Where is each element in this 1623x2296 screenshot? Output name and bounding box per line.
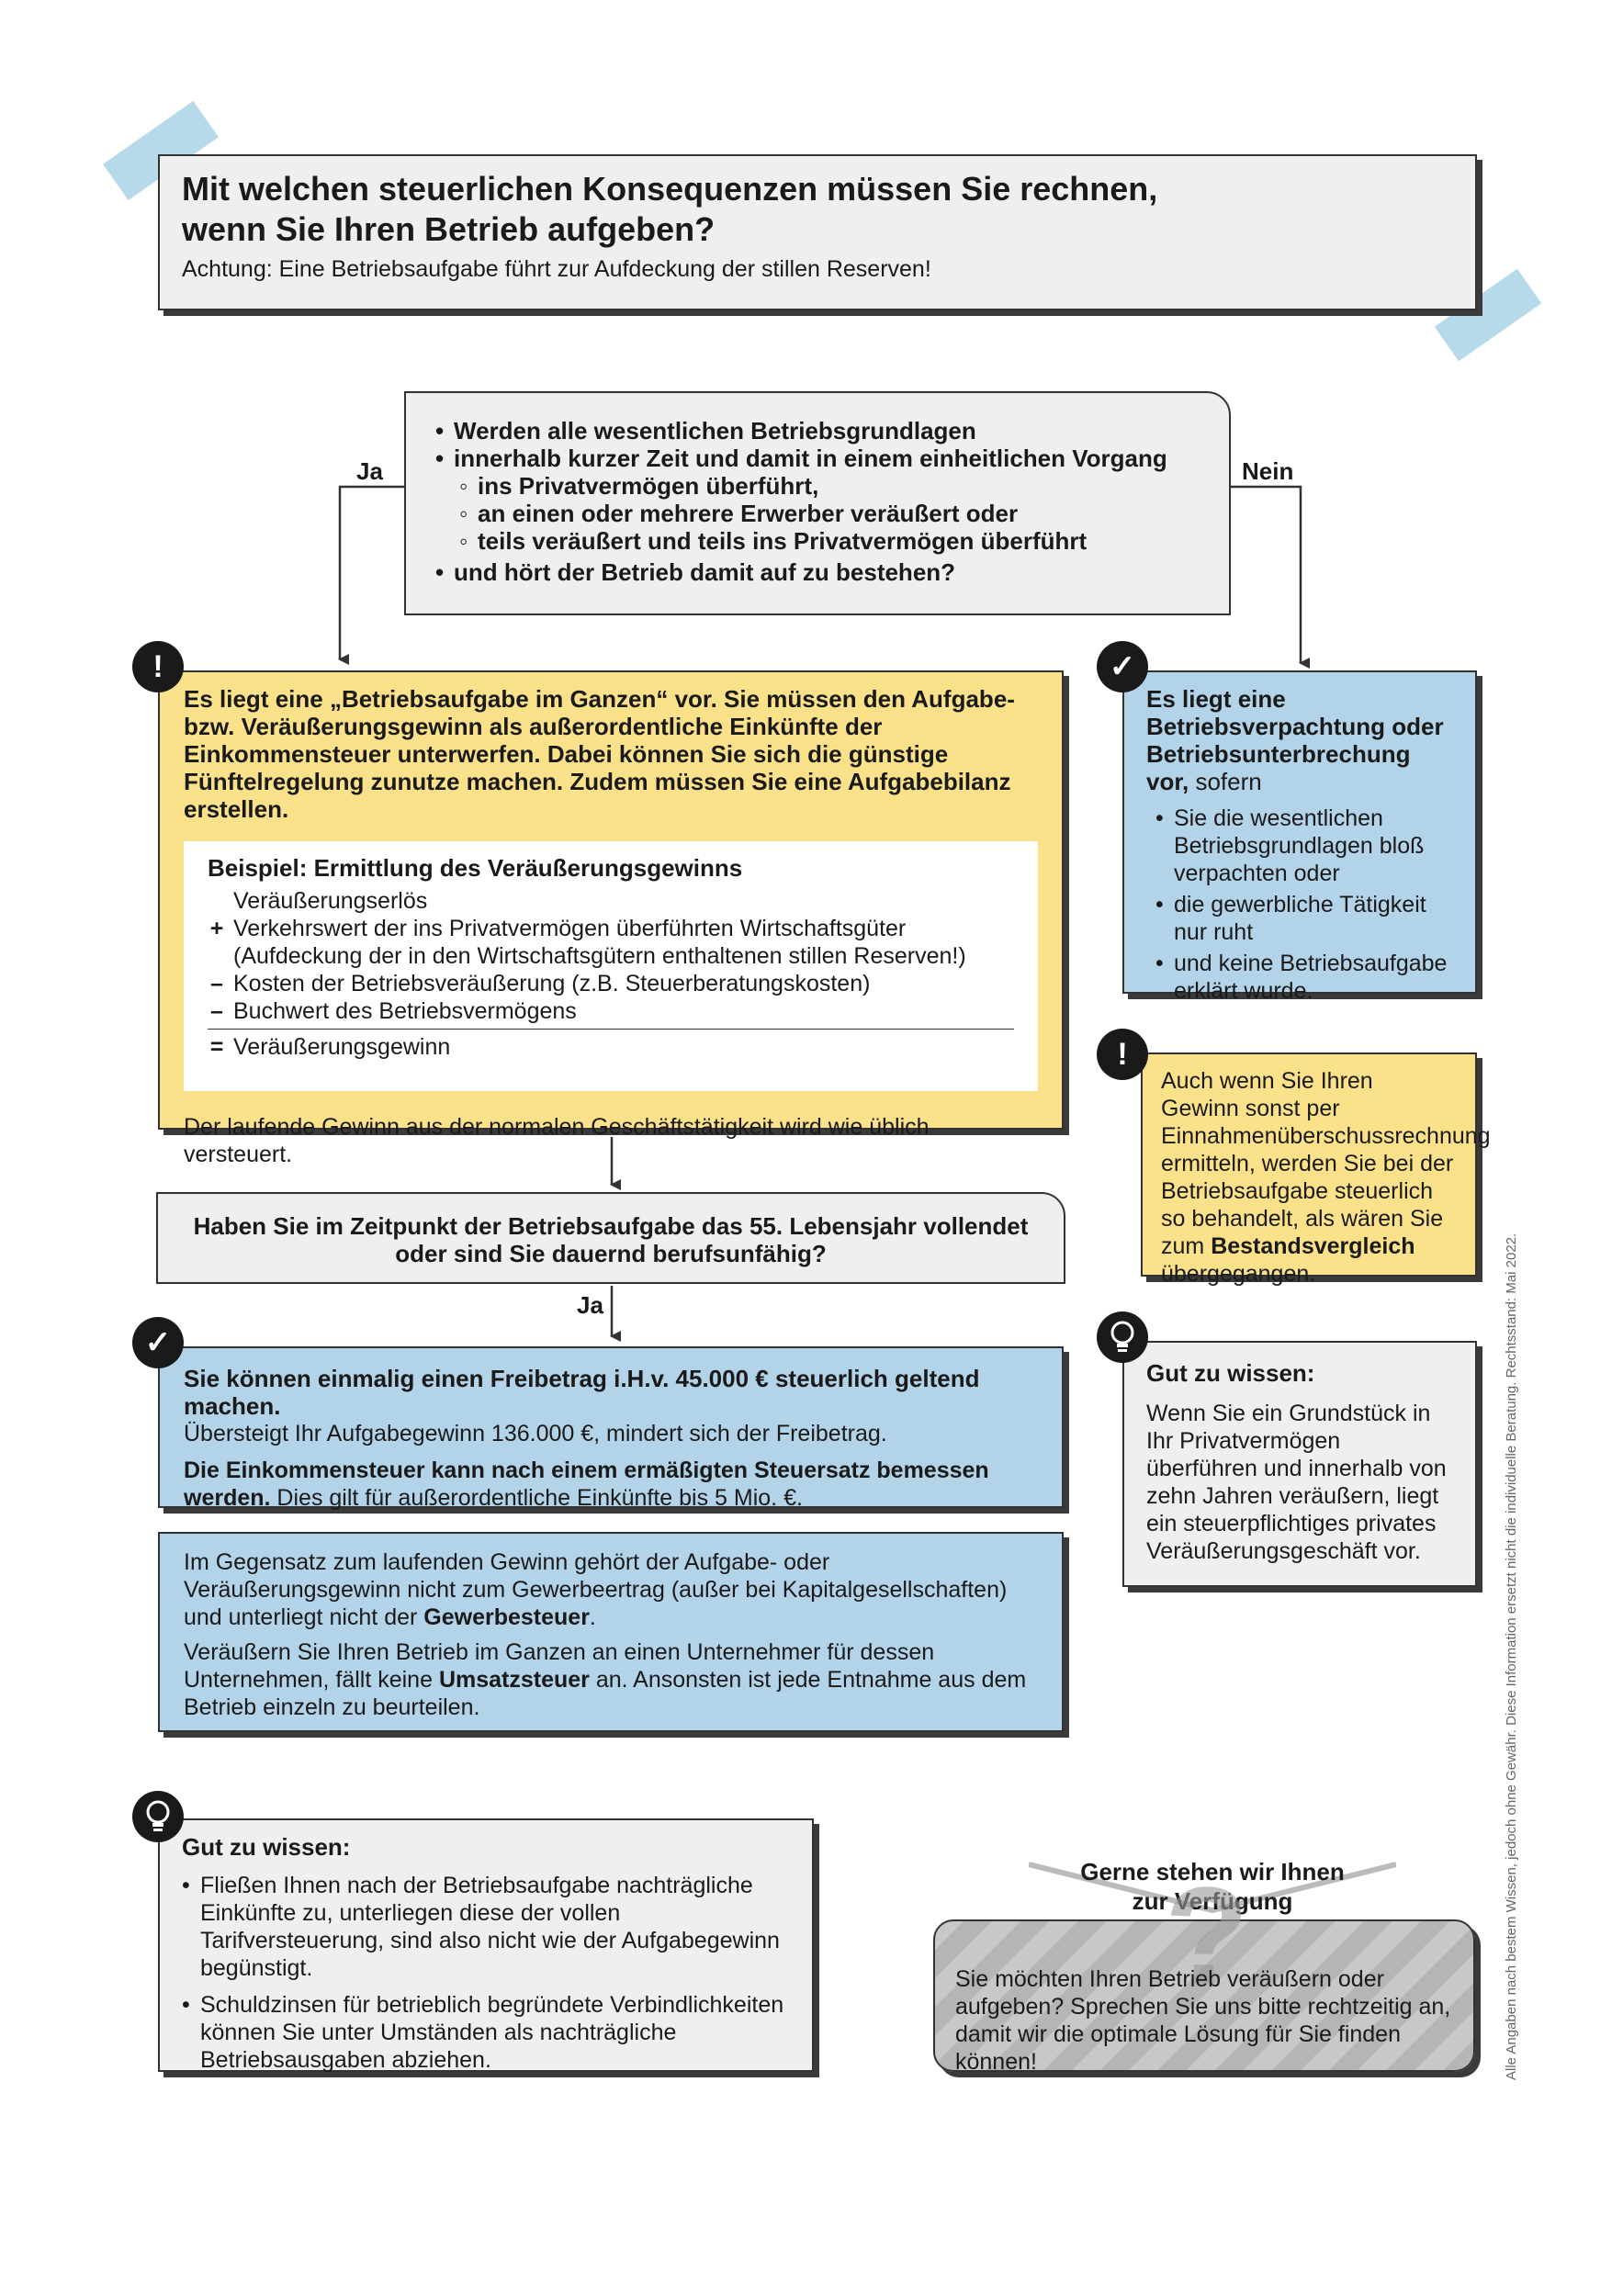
question1-subitem-3: teils veräußert und teils ins Privatverm… bbox=[459, 527, 1200, 555]
gewerbe-p1: Im Gegensatz zum laufenden Gewinn gehört… bbox=[184, 1549, 1008, 1630]
question2-line1: Haben Sie im Zeitpunkt der Betriebsaufga… bbox=[193, 1212, 1029, 1240]
disclaimer: Alle Angaben nach bestem Wissen, jedoch … bbox=[1504, 1232, 1519, 2080]
question2-line2: oder sind Sie dauernd berufsunfähig? bbox=[395, 1240, 827, 1267]
page-subtitle: Achtung: Eine Betriebsaufgabe führt zur … bbox=[182, 256, 931, 282]
checkmark-icon: ✓ bbox=[1097, 641, 1148, 692]
aufgabe-intro: Es liegt eine „Betriebsaufgabe im Ganzen… bbox=[184, 685, 1015, 823]
hinweis-euer-bold: Bestandsvergleich bbox=[1211, 1233, 1415, 1259]
question1-item-2: innerhalb kurzer Zeit und damit in einem… bbox=[435, 445, 1200, 472]
gewerbe-box: Im Gegensatz zum laufenden Gewinn gehört… bbox=[158, 1532, 1064, 1732]
example-box: Beispiel: Ermittlung des Veräußerungsgew… bbox=[184, 841, 1038, 1091]
freibetrag-text1: Übersteigt Ihr Aufgabegewinn 136.000 €, … bbox=[184, 1421, 887, 1446]
gut-zu-wissen-right-title: Gut zu wissen: bbox=[1146, 1359, 1315, 1387]
gut-zu-wissen-right-box: Gut zu wissen: Wenn Sie ein Grundstück i… bbox=[1122, 1341, 1477, 1587]
lightbulb-glyph bbox=[1110, 1321, 1134, 1352]
example-result: = Veräußerungsgewinn bbox=[209, 1034, 451, 1060]
freibetrag-bold2: Die Einkommensteuer kann nach einem ermä… bbox=[184, 1458, 989, 1511]
gewerbe-p2: Veräußern Sie Ihren Betrieb im Ganzen an… bbox=[184, 1639, 935, 1693]
hinweis-euer-post: übergegangen. bbox=[1161, 1261, 1316, 1287]
gewerbe-p2-bold: Umsatzsteuer bbox=[438, 1667, 590, 1693]
question1-item-3: und hört der Betrieb damit auf zu besteh… bbox=[435, 558, 1200, 586]
contact-banner-shape bbox=[1029, 1862, 1396, 1914]
question-box-2: Haben Sie im Zeitpunkt der Betriebsaufga… bbox=[156, 1192, 1065, 1284]
verpachtung-title-suffix: sofern bbox=[1189, 768, 1262, 795]
aufgabe-box: Es liegt eine „Betriebsaufgabe im Ganzen… bbox=[158, 670, 1064, 1167]
gut-zu-wissen-right-text: Wenn Sie ein Grundstück in Ihr Privatver… bbox=[1146, 1401, 1447, 1564]
example-lines: Veräußerungserlös + Verkehrswert der ins… bbox=[208, 887, 1014, 1061]
contact-box: ? Sie möchten Ihren Betrieb veräußern od… bbox=[933, 1866, 1475, 2075]
warning-icon: ! bbox=[132, 641, 184, 692]
header-box: Mit welchen steuerlichen Konsequenzen mü… bbox=[158, 154, 1477, 310]
lightbulb-icon bbox=[132, 1791, 184, 1842]
example-line: (Aufdeckung der in den Wirtschaftsgütern… bbox=[233, 943, 966, 969]
question1-subitem-1: ins Privatvermögen überführt, bbox=[459, 472, 1200, 500]
lightbulb-glyph bbox=[146, 1800, 170, 1831]
warning-icon: ! bbox=[1097, 1029, 1148, 1080]
checkmark-icon: ✓ bbox=[132, 1317, 184, 1368]
verpachtung-box: Es liegt eine Betriebsverpachtung oder B… bbox=[1122, 670, 1477, 1004]
freibetrag-box: Sie können einmalig einen Freibetrag i.H… bbox=[158, 1346, 1064, 1511]
page-title-line1: Mit welchen steuerlichen Konsequenzen mü… bbox=[182, 170, 1158, 208]
gewerbe-p1-bold: Gewerbesteuer bbox=[423, 1604, 590, 1630]
lightbulb-icon bbox=[1097, 1311, 1148, 1363]
page-title-line2: wenn Sie Ihren Betrieb aufgeben? bbox=[182, 210, 716, 248]
verpachtung-item-3: und keine Betriebsaufgabe erklärt wurde. bbox=[1155, 950, 1453, 1005]
hinweis-euer-box: Auch wenn Sie Ihren Gewinn sonst per Ein… bbox=[1141, 1052, 1491, 1287]
label-no: Nein bbox=[1242, 457, 1294, 485]
question1-item-1: Werden alle wesentlichen Betriebsgrundla… bbox=[435, 417, 1200, 445]
gut-zu-wissen-bottom-title: Gut zu wissen: bbox=[182, 1833, 351, 1861]
example-line: – Kosten der Betriebsveräußerung (z.B. S… bbox=[210, 971, 871, 996]
label-yes-2: Ja bbox=[577, 1291, 603, 1319]
contact-heading-line2: zur Verfügung bbox=[1132, 1887, 1293, 1915]
aufgabe-footer: Der laufende Gewinn aus der normalen Ges… bbox=[184, 1114, 930, 1167]
hinweis-euer-text: Auch wenn Sie Ihren Gewinn sonst per Ein… bbox=[1161, 1068, 1491, 1259]
freibetrag-bold1: Sie können einmalig einen Freibetrag i.H… bbox=[184, 1365, 980, 1420]
label-yes: Ja bbox=[356, 457, 383, 485]
gut-zu-wissen-bottom-box: Gut zu wissen: Fließen Ihnen nach der Be… bbox=[158, 1818, 814, 2074]
verpachtung-item-2: die gewerbliche Tätigkeit nur ruht bbox=[1155, 891, 1453, 946]
contact-text: Sie möchten Ihren Betrieb veräußern oder… bbox=[955, 1966, 1451, 2075]
verpachtung-title: Es liegt eine Betriebsverpachtung oder B… bbox=[1146, 685, 1444, 795]
example-line: – Buchwert des Betriebsvermögens bbox=[208, 997, 1014, 1030]
verpachtung-item-1: Sie die wesentlichen Betriebsgrundlagen … bbox=[1155, 805, 1453, 887]
example-line: Veräußerungserlös bbox=[233, 888, 428, 914]
freibetrag-text2: Dies gilt für außerordentliche Einkünfte… bbox=[270, 1485, 803, 1511]
example-title: Beispiel: Ermittlung des Veräußerungsgew… bbox=[208, 854, 743, 882]
gut-zu-wissen-item-1: Fließen Ihnen nach der Betriebsaufgabe n… bbox=[182, 1872, 790, 1982]
gut-zu-wissen-item-2: Schuldzinsen für betrieblich begründete … bbox=[182, 1991, 790, 2074]
example-line: + Verkehrswert der ins Privatvermögen üb… bbox=[209, 916, 907, 941]
question1-subitem-2: an einen oder mehrere Erwerber veräußert… bbox=[459, 500, 1200, 527]
contact-heading-line1: Gerne stehen wir Ihnen bbox=[1080, 1858, 1345, 1885]
question-box-1: Werden alle wesentlichen Betriebsgrundla… bbox=[404, 391, 1231, 615]
contact-heading: Gerne stehen wir Ihnen zur Verfügung bbox=[1029, 1857, 1396, 1916]
question-mark-icon: ? bbox=[1165, 1858, 1249, 2012]
